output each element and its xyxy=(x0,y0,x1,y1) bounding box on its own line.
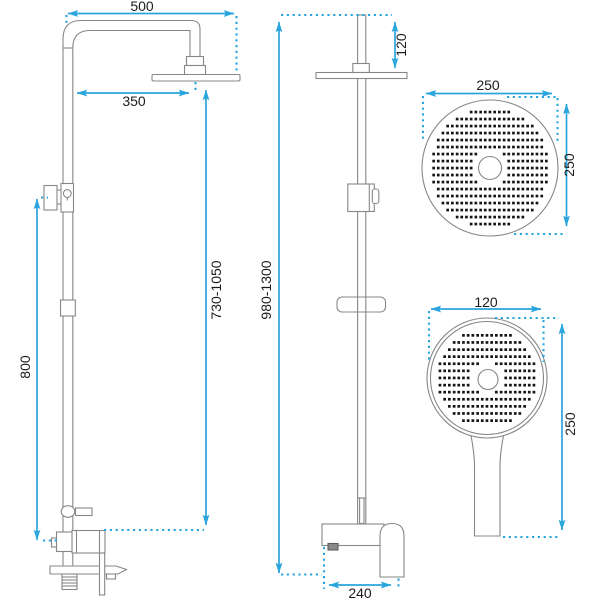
mixer-spout-tower xyxy=(379,522,405,578)
rain-head-side-profile xyxy=(315,71,408,80)
rain-head-front-profile xyxy=(151,73,241,82)
handshower-holder-ring xyxy=(60,505,76,518)
label-front-head-offset: 350 xyxy=(122,93,146,109)
soap-dish xyxy=(336,296,387,313)
mixer-body-side xyxy=(321,523,385,547)
label-rain-head-height: 250 xyxy=(561,153,577,177)
riser-adjust-collar xyxy=(59,299,76,317)
label-hand-shower-length: 250 xyxy=(562,412,578,436)
threaded-tail xyxy=(61,573,78,591)
hose-connector xyxy=(359,497,365,525)
label-base-depth: 240 xyxy=(348,585,372,600)
extension-lines xyxy=(41,13,565,589)
label-head-drop: 120 xyxy=(393,33,409,57)
hand-shower-center-hole xyxy=(477,368,499,391)
side-riser-pipe xyxy=(357,14,367,525)
hand-shower-nozzle-dots xyxy=(438,334,536,422)
rain-head-center-hole xyxy=(477,155,503,181)
side-diverter-block xyxy=(347,183,375,213)
wall-bracket-plate xyxy=(43,184,58,211)
label-rain-head-width: 250 xyxy=(476,77,500,93)
dimension-labels: 500 350 800 730-1050 980-1300 120 240 25… xyxy=(17,0,578,600)
head-connector-lower xyxy=(183,64,207,76)
hand-shower-inner-ring xyxy=(429,320,545,436)
rain-head-nozzle-dots xyxy=(432,110,548,226)
hand-shower-handle xyxy=(468,427,506,537)
mixer-handle-nub xyxy=(50,537,58,548)
mixer-left-section xyxy=(55,531,73,553)
hand-shower-face-view xyxy=(426,317,548,537)
label-head-height-range: 730-1050 xyxy=(208,260,224,319)
spout-aerator xyxy=(327,542,339,551)
head-connector-upper xyxy=(185,55,205,67)
side-view-shower-column xyxy=(315,14,408,578)
label-riser-height: 800 xyxy=(17,355,33,379)
label-total-height-range: 980-1300 xyxy=(258,260,274,319)
dimension-lines xyxy=(33,10,570,589)
spout-drop-pipe xyxy=(98,552,106,596)
diverter-knob xyxy=(62,189,72,198)
mounting-plate-nub xyxy=(105,573,117,580)
riser-and-arm-pipe xyxy=(62,19,201,567)
label-hand-shower-width: 120 xyxy=(474,294,498,310)
label-front-top-width: 500 xyxy=(130,0,154,14)
mounting-plate xyxy=(49,565,128,575)
front-view-shower-column xyxy=(43,19,241,596)
side-head-connector xyxy=(352,62,370,74)
handshower-holder-bar xyxy=(74,507,93,517)
side-diverter-knob xyxy=(371,188,380,205)
